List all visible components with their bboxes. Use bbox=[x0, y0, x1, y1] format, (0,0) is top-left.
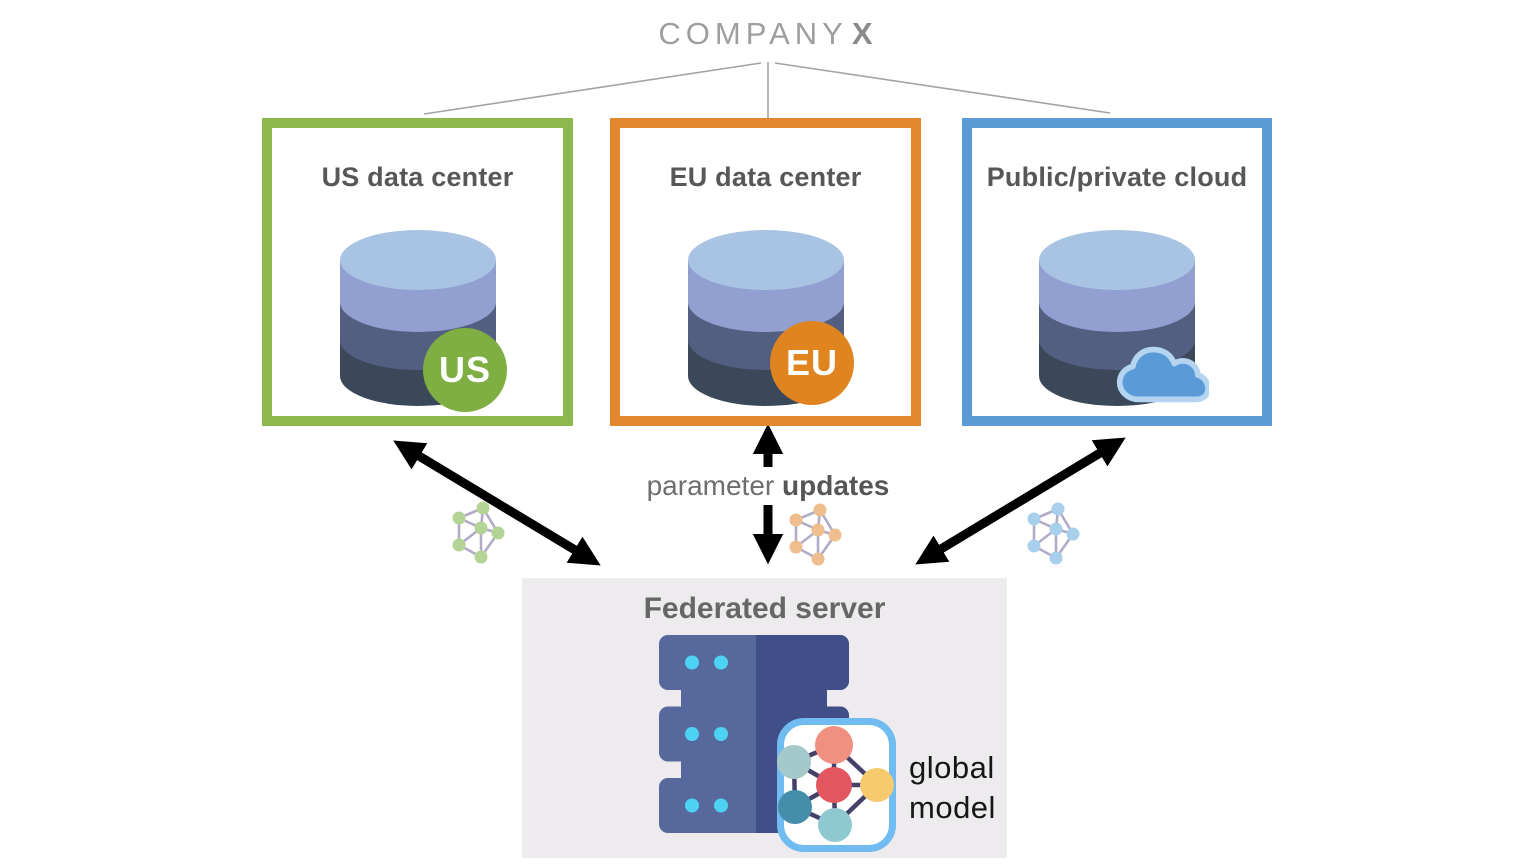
network-icon-green bbox=[452, 501, 505, 564]
global-model-network-icon bbox=[777, 726, 894, 842]
parameter-label-bold: updates bbox=[782, 470, 890, 501]
federated-server-box: Federated server bbox=[522, 578, 1007, 858]
global-model-badge bbox=[777, 718, 896, 852]
federated-server-title: Federated server bbox=[643, 592, 886, 625]
us-badge-label: US bbox=[438, 349, 491, 390]
company-title-text: COMPANY bbox=[658, 16, 848, 51]
global-model-label: global model bbox=[909, 748, 996, 828]
eu-data-center-box: EU data center EU bbox=[610, 118, 921, 426]
eu-region-badge: EU bbox=[770, 321, 854, 405]
us-data-center-box: US data center US bbox=[262, 118, 573, 426]
parameter-updates-label: parameter updates bbox=[0, 470, 1536, 502]
network-icon-orange bbox=[789, 503, 842, 566]
public-private-cloud-title: Public/private cloud bbox=[986, 162, 1248, 192]
database-icon bbox=[687, 230, 844, 406]
cloud-icon bbox=[1116, 346, 1209, 403]
org-connector-lines bbox=[423, 62, 1111, 118]
us-data-center-title: US data center bbox=[321, 162, 514, 192]
global-model-label-line1: global bbox=[909, 750, 995, 785]
global-model-label-line2: model bbox=[909, 790, 996, 825]
company-title-suffix: X bbox=[851, 16, 878, 51]
us-region-badge: US bbox=[423, 328, 507, 412]
network-icon-blue bbox=[1027, 502, 1080, 565]
eu-data-center-title: EU data center bbox=[669, 162, 862, 192]
eu-badge-label: EU bbox=[785, 342, 838, 383]
public-private-cloud-box: Public/private cloud bbox=[962, 118, 1272, 426]
parameter-label-regular: parameter bbox=[646, 470, 783, 501]
